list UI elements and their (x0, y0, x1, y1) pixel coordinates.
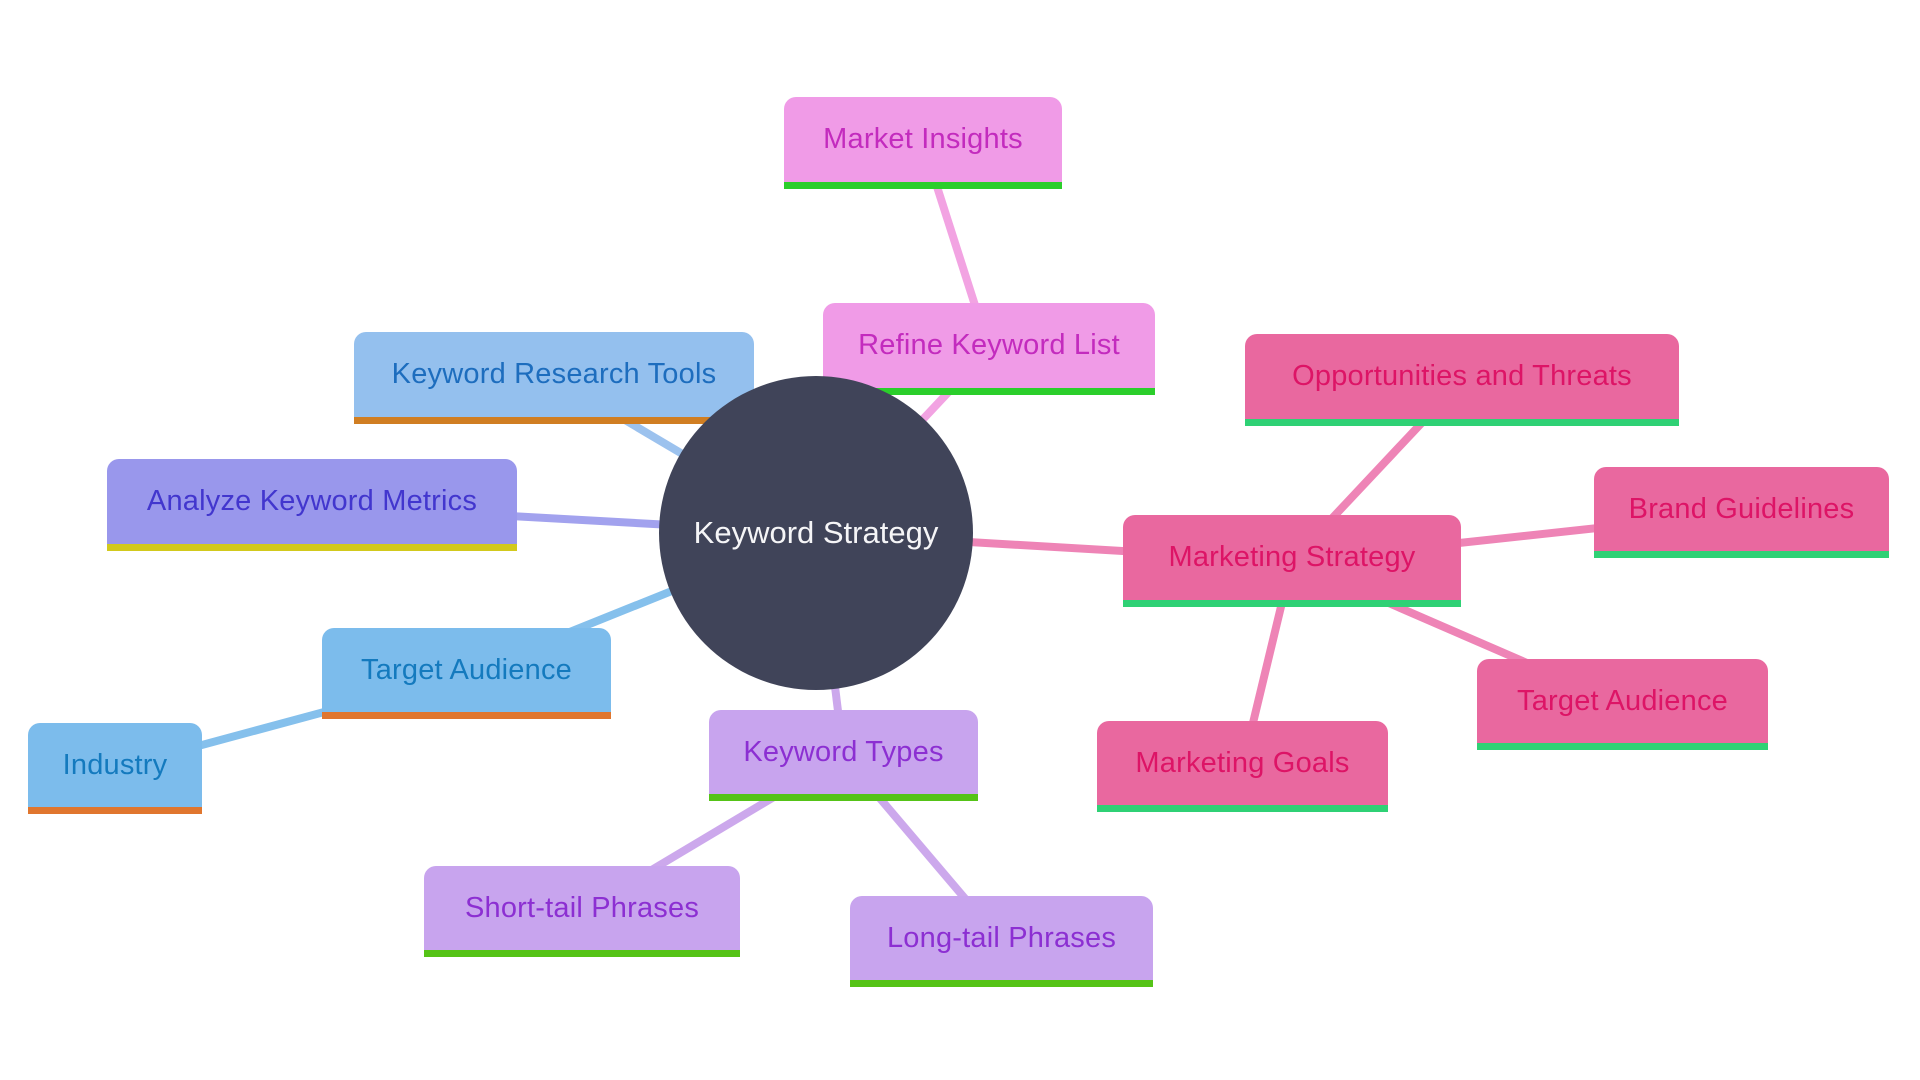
node-label-short-tail-phrases: Short-tail Phrases (464, 891, 700, 924)
node-label-opportunities-and-threats: Opportunities and Threats (1292, 360, 1632, 392)
node-label-market-insights: Market Insights (823, 123, 1023, 155)
node-underline-market-insights (784, 182, 1062, 189)
node-underline-keyword-types (709, 794, 978, 801)
node-label-marketing-goals: Marketing Goals (1135, 746, 1350, 779)
node-industry[interactable]: Industry (28, 723, 202, 814)
node-label-keyword-research-tools: Keyword Research Tools (391, 358, 717, 390)
node-underline-opportunities-and-threats (1245, 419, 1679, 426)
node-underline-marketing-goals (1097, 805, 1388, 812)
node-market-insights[interactable]: Market Insights (784, 97, 1062, 189)
node-label-keyword-types: Keyword Types (743, 735, 944, 768)
node-label-long-tail-phrases: Long-tail Phrases (886, 921, 1117, 954)
node-long-tail-phrases[interactable]: Long-tail Phrases (850, 896, 1153, 987)
central-node-label: Keyword Strategy (693, 515, 939, 550)
node-underline-long-tail-phrases (850, 980, 1153, 987)
node-underline-target-audience-marketing (1477, 743, 1768, 750)
node-brand-guidelines[interactable]: Brand Guidelines (1594, 467, 1889, 558)
node-label-marketing-strategy: Marketing Strategy (1168, 541, 1416, 573)
node-keyword-research-tools[interactable]: Keyword Research Tools (354, 332, 754, 424)
node-underline-analyze-keyword-metrics (107, 544, 517, 551)
node-underline-industry (28, 807, 202, 814)
node-underline-refine-keyword-list (823, 388, 1155, 395)
node-label-industry: Industry (62, 748, 168, 781)
node-keyword-types[interactable]: Keyword Types (709, 710, 978, 801)
node-underline-marketing-strategy (1123, 600, 1461, 607)
node-label-brand-guidelines: Brand Guidelines (1628, 492, 1855, 525)
node-target-audience-marketing[interactable]: Target Audience (1477, 659, 1768, 750)
node-underline-keyword-research-tools (354, 417, 754, 424)
node-short-tail-phrases[interactable]: Short-tail Phrases (424, 866, 740, 957)
node-marketing-strategy[interactable]: Marketing Strategy (1123, 515, 1461, 607)
node-label-target-audience: Target Audience (361, 653, 572, 686)
node-target-audience[interactable]: Target Audience (322, 628, 611, 719)
node-marketing-goals[interactable]: Marketing Goals (1097, 721, 1388, 812)
node-underline-short-tail-phrases (424, 950, 740, 957)
node-analyze-keyword-metrics[interactable]: Analyze Keyword Metrics (107, 459, 517, 551)
node-opportunities-and-threats[interactable]: Opportunities and Threats (1245, 334, 1679, 426)
node-underline-target-audience (322, 712, 611, 719)
central-node-keyword-strategy[interactable]: Keyword Strategy (659, 376, 973, 690)
node-refine-keyword-list[interactable]: Refine Keyword List (823, 303, 1155, 395)
node-label-refine-keyword-list: Refine Keyword List (858, 329, 1120, 361)
node-label-target-audience-marketing: Target Audience (1517, 684, 1728, 717)
node-label-analyze-keyword-metrics: Analyze Keyword Metrics (146, 485, 478, 517)
node-underline-brand-guidelines (1594, 551, 1889, 558)
